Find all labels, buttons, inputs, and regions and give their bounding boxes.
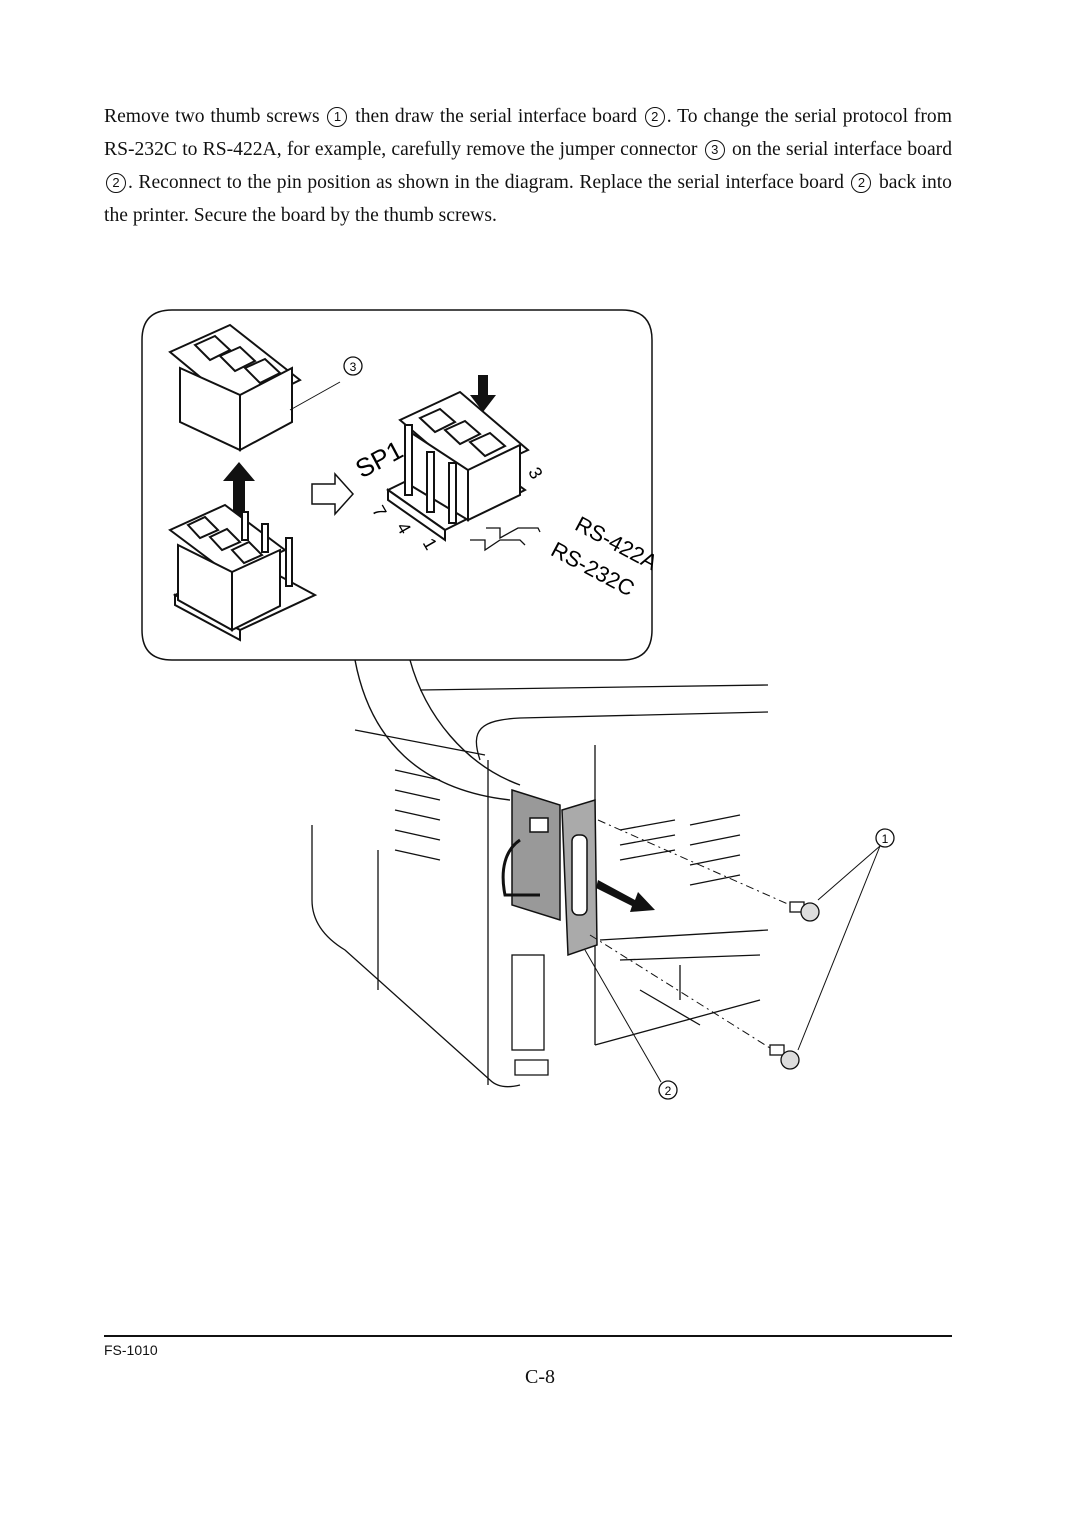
text-segment: . To change the serial protocol from RS-… [104, 106, 952, 160]
text-segment: Remove two thumb screws [104, 106, 320, 127]
thumb-screw-upper [789, 901, 820, 922]
up-arrow-icon [223, 462, 255, 522]
callout-marker-1: 1 [327, 107, 348, 127]
callout-circle-3-inset [343, 356, 363, 376]
bracket-rs232c [470, 539, 526, 552]
text-segment: back into the printer. Secure the board … [104, 172, 952, 226]
bracket-rs422a [486, 527, 541, 540]
footer-divider [104, 1335, 952, 1337]
serial-interface-board [501, 788, 598, 957]
instruction-paragraph: Remove two thumb screws 1 then draw the … [104, 100, 952, 232]
callout-number-2: 2 [665, 1084, 672, 1098]
leader-line-3 [289, 381, 341, 411]
jumper-connector-removed [168, 323, 302, 452]
right-arrow-icon [311, 472, 355, 516]
jumper-connector-installed [386, 390, 530, 542]
callout-marker-2: 2 [644, 107, 665, 127]
callout-number-1: 1 [882, 832, 889, 846]
callout-marker-3: 3 [704, 140, 725, 160]
leader-line-1b [797, 845, 881, 1051]
pull-out-arrow-icon [596, 880, 655, 912]
callout-circle-1 [875, 828, 895, 848]
leader-line-1a [817, 845, 881, 901]
printer-body [311, 684, 769, 1088]
footer-model-name: FS-1010 [104, 1342, 158, 1358]
callout-circle-2 [658, 1080, 678, 1100]
down-arrow-icon [470, 375, 496, 412]
leader-line-2 [584, 949, 662, 1083]
text-segment: then draw the serial interface board [355, 106, 637, 127]
thumb-screw-lower [769, 1044, 800, 1070]
text-segment: . Reconnect to the pin position as shown… [128, 172, 844, 193]
screw-path-line-upper [597, 819, 791, 906]
page-number: C-8 [525, 1366, 555, 1388]
connector-on-header [168, 503, 318, 642]
text-segment: on the serial interface board [731, 139, 952, 160]
callout-marker-2: 2 [851, 173, 872, 193]
callout-marker-2: 2 [106, 173, 126, 193]
callout-number-3: 3 [350, 360, 357, 374]
